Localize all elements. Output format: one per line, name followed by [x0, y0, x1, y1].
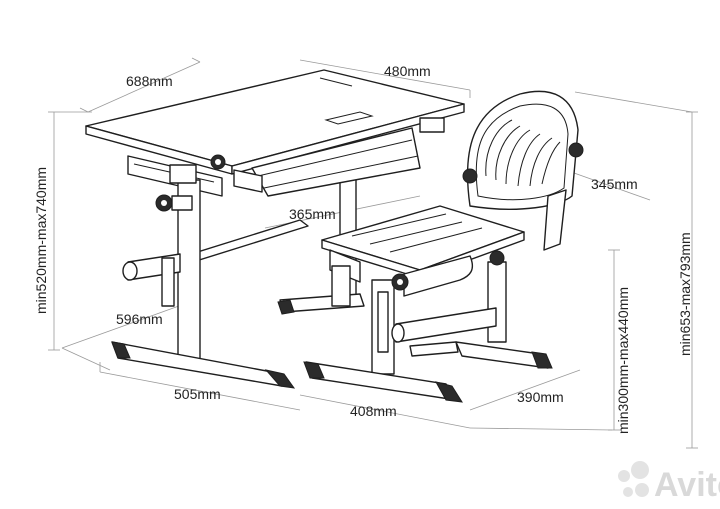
desk-side-edge	[231, 103, 465, 175]
chair-total-height-label: min653-max793mm	[677, 232, 693, 356]
chair-backrest	[466, 90, 579, 210]
desk-base-width-label: 505mm	[174, 386, 221, 402]
chair-drawing	[303, 90, 584, 403]
seat-height-label: min300mm-max440mm	[615, 287, 631, 434]
desk-hinge	[419, 117, 445, 133]
desk-base-depth-label: 596mm	[116, 311, 163, 327]
chair-crossbar	[395, 307, 497, 343]
desk-height-label: min520mm-max740mm	[33, 167, 49, 314]
desk-width-label: 688mm	[126, 73, 173, 89]
chair-base-width-label: 408mm	[350, 403, 397, 419]
chair-back-knob-right-icon	[568, 142, 584, 158]
drawer-width-label: 365mm	[289, 206, 336, 222]
avito-watermark-text: Avito	[654, 466, 720, 504]
desk-depth-label: 480mm	[384, 63, 431, 79]
chair-rear-column	[487, 261, 507, 343]
chair-backrest-ribs	[485, 119, 561, 187]
avito-logo-icon	[618, 470, 630, 482]
chair-back-knob-left-icon	[462, 168, 478, 184]
chair-base-depth-label: 390mm	[517, 389, 564, 405]
chair-back-post	[543, 189, 567, 251]
desk-pen-slot	[324, 111, 374, 125]
dimension-labels: 688mm 480mm min520mm-max740mm 596mm 505m…	[33, 63, 693, 434]
avito-watermark: Avito	[618, 461, 720, 504]
desk-leg-clamp	[169, 164, 197, 184]
chair-back-width-label: 345mm	[591, 176, 638, 192]
